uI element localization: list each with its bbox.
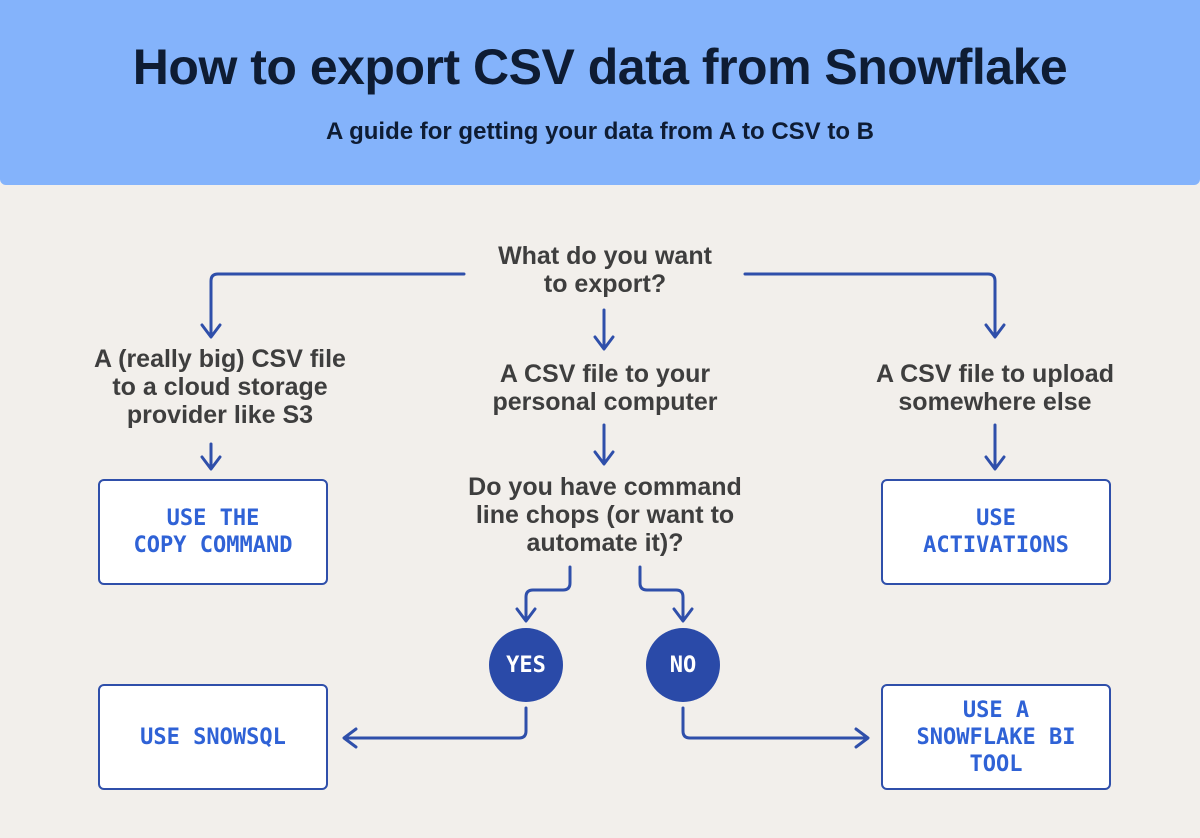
option-cloud-storage: A (really big) CSV file to a cloud stora… <box>94 345 346 429</box>
arrowhead-no-to-bi <box>854 727 870 749</box>
option-personal-computer: A CSV file to your personal computer <box>492 360 718 416</box>
page-title: How to export CSV data from Snowflake <box>132 39 1068 95</box>
arrowhead-center-to-question <box>593 450 615 466</box>
arrowhead-right-to-activations <box>984 455 1006 471</box>
arrowhead-yes-to-snowsql <box>342 727 358 749</box>
header-banner: How to export CSV data from Snowflake A … <box>0 0 1200 185</box>
answer-snowflake-bi-tool: USE A SNOWFLAKE BI TOOL <box>881 684 1111 790</box>
answer-activations: USE ACTIVATIONS <box>881 479 1111 585</box>
arrowhead-question-to-yes <box>515 607 537 623</box>
question-what-to-export: What do you want to export? <box>498 242 712 298</box>
connector-question-to-yes <box>524 565 572 620</box>
decision-no: NO <box>646 628 720 702</box>
option-upload-elsewhere: A CSV file to upload somewhere else <box>876 360 1114 416</box>
decision-yes: YES <box>489 628 563 702</box>
arrowhead-left-to-copy <box>200 455 222 471</box>
answer-copy-command: USE THE COPY COMMAND <box>98 479 328 585</box>
connector-root-to-right <box>743 272 997 336</box>
arrowhead-root-to-center <box>593 335 615 351</box>
question-command-line: Do you have command line chops (or want … <box>468 473 742 557</box>
connector-yes-to-snowsql <box>344 706 528 740</box>
connector-question-to-no <box>638 565 685 620</box>
arrowhead-root-to-left <box>200 323 222 339</box>
arrowhead-question-to-no <box>672 607 694 623</box>
page-subtitle: A guide for getting your data from A to … <box>326 118 874 145</box>
connector-root-to-left <box>209 272 466 336</box>
connector-no-to-bi <box>681 706 868 740</box>
answer-snowsql: USE SNOWSQL <box>98 684 328 790</box>
arrowhead-root-to-right <box>984 323 1006 339</box>
